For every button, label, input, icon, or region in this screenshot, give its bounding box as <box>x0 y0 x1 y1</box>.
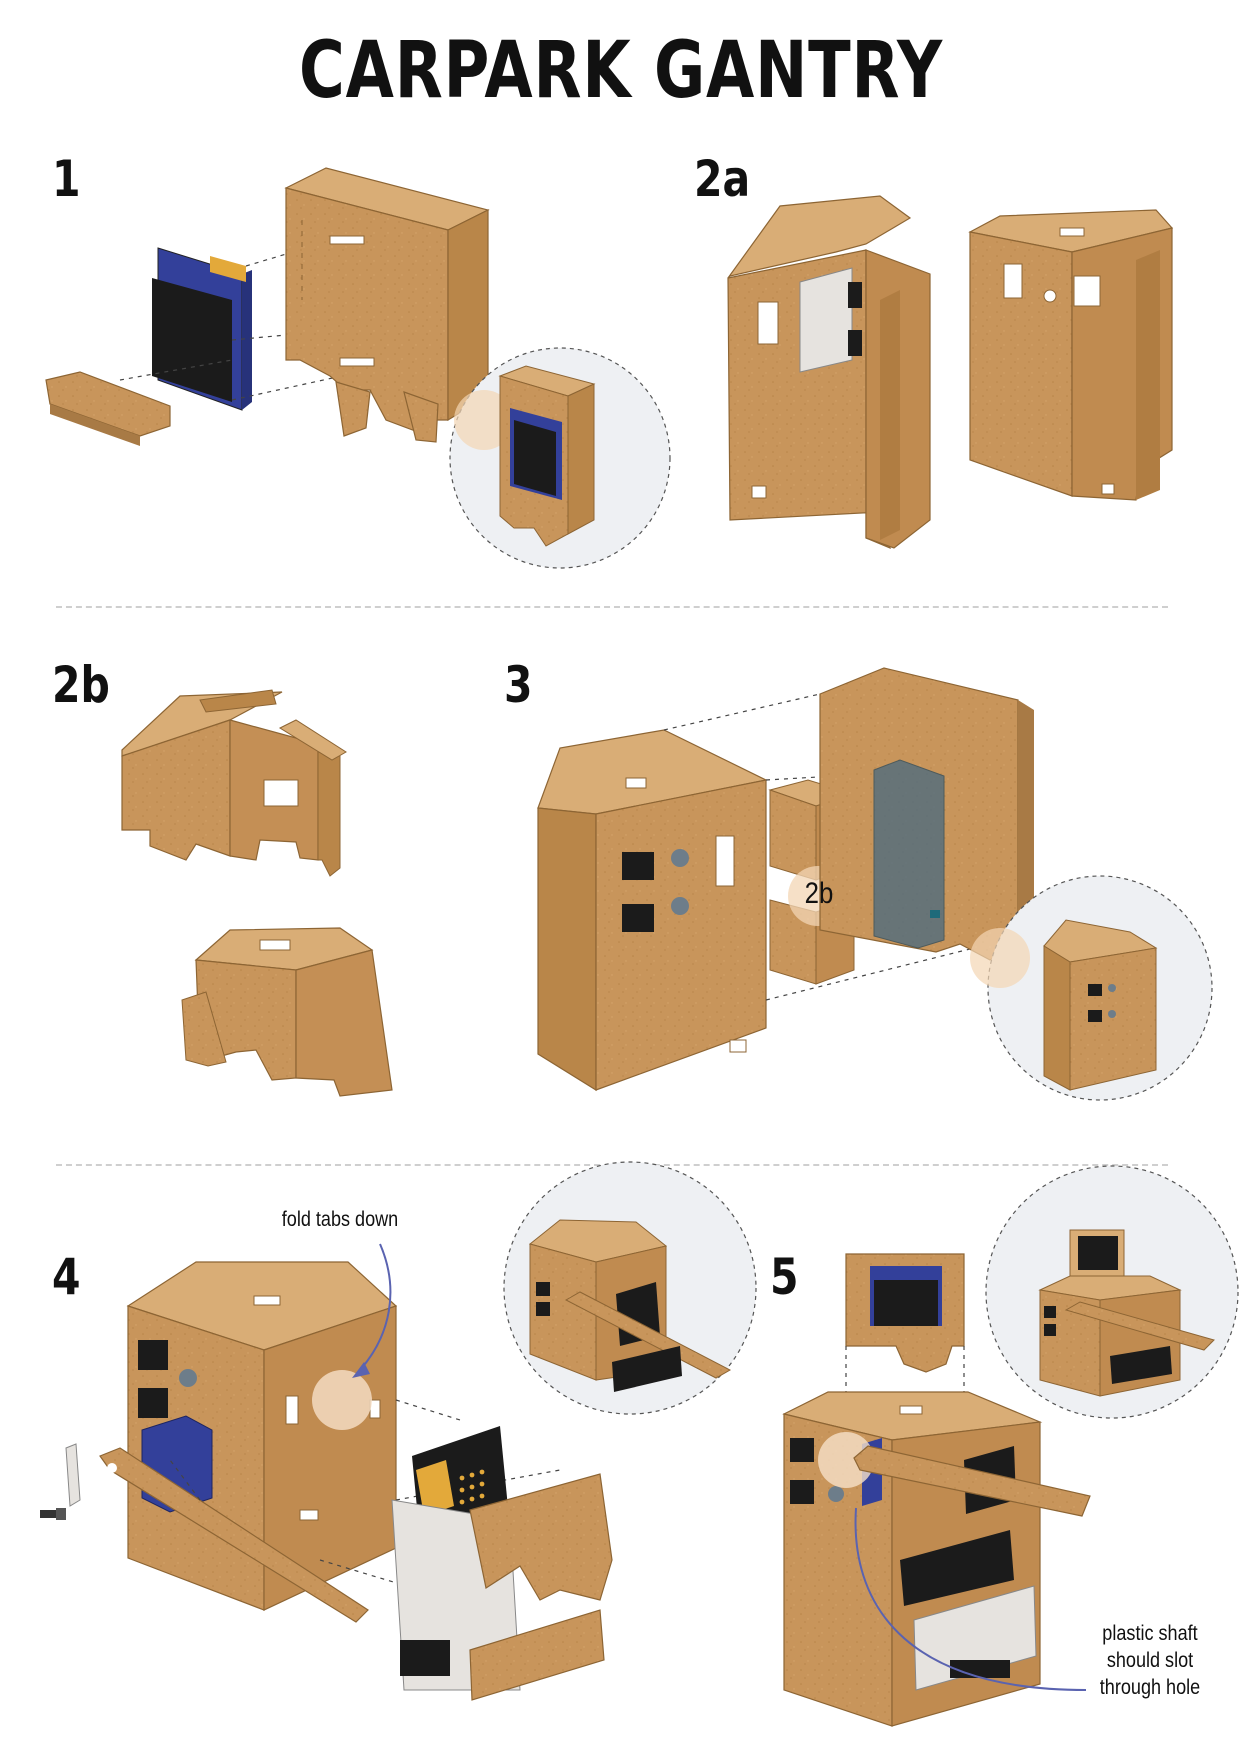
step2a-illustration <box>727 195 1174 550</box>
fold-tabs-note: fold tabs down <box>281 1208 399 1231</box>
step-label-2b: 2b <box>52 656 110 714</box>
step4-illustration <box>40 1161 757 1701</box>
section-divider <box>56 606 1168 608</box>
step3-illustration <box>537 667 1213 1101</box>
step-label-3: 3 <box>504 656 533 714</box>
step-label-5: 5 <box>770 1248 799 1306</box>
shaft-note-line1: plastic shaft <box>1102 1622 1198 1645</box>
step5-illustration <box>782 1165 1239 1727</box>
page-title: CARPARK GANTRY <box>299 26 943 116</box>
screw-icon <box>40 1508 66 1520</box>
display-screen-icon <box>152 247 252 411</box>
step-label-2a: 2a <box>694 150 751 208</box>
plastic-shaft-note: plastic shaft should slot through hole <box>1080 1620 1220 1701</box>
step1-illustration <box>45 167 671 569</box>
step2b-illustration <box>121 689 393 1097</box>
shaft-note-line3: through hole <box>1099 1676 1201 1699</box>
zoom-ref-2b-label: 2b <box>804 877 834 910</box>
step-label-1: 1 <box>52 150 81 208</box>
shaft-note-line2: should slot <box>1106 1649 1194 1672</box>
step-label-4: 4 <box>52 1248 81 1306</box>
